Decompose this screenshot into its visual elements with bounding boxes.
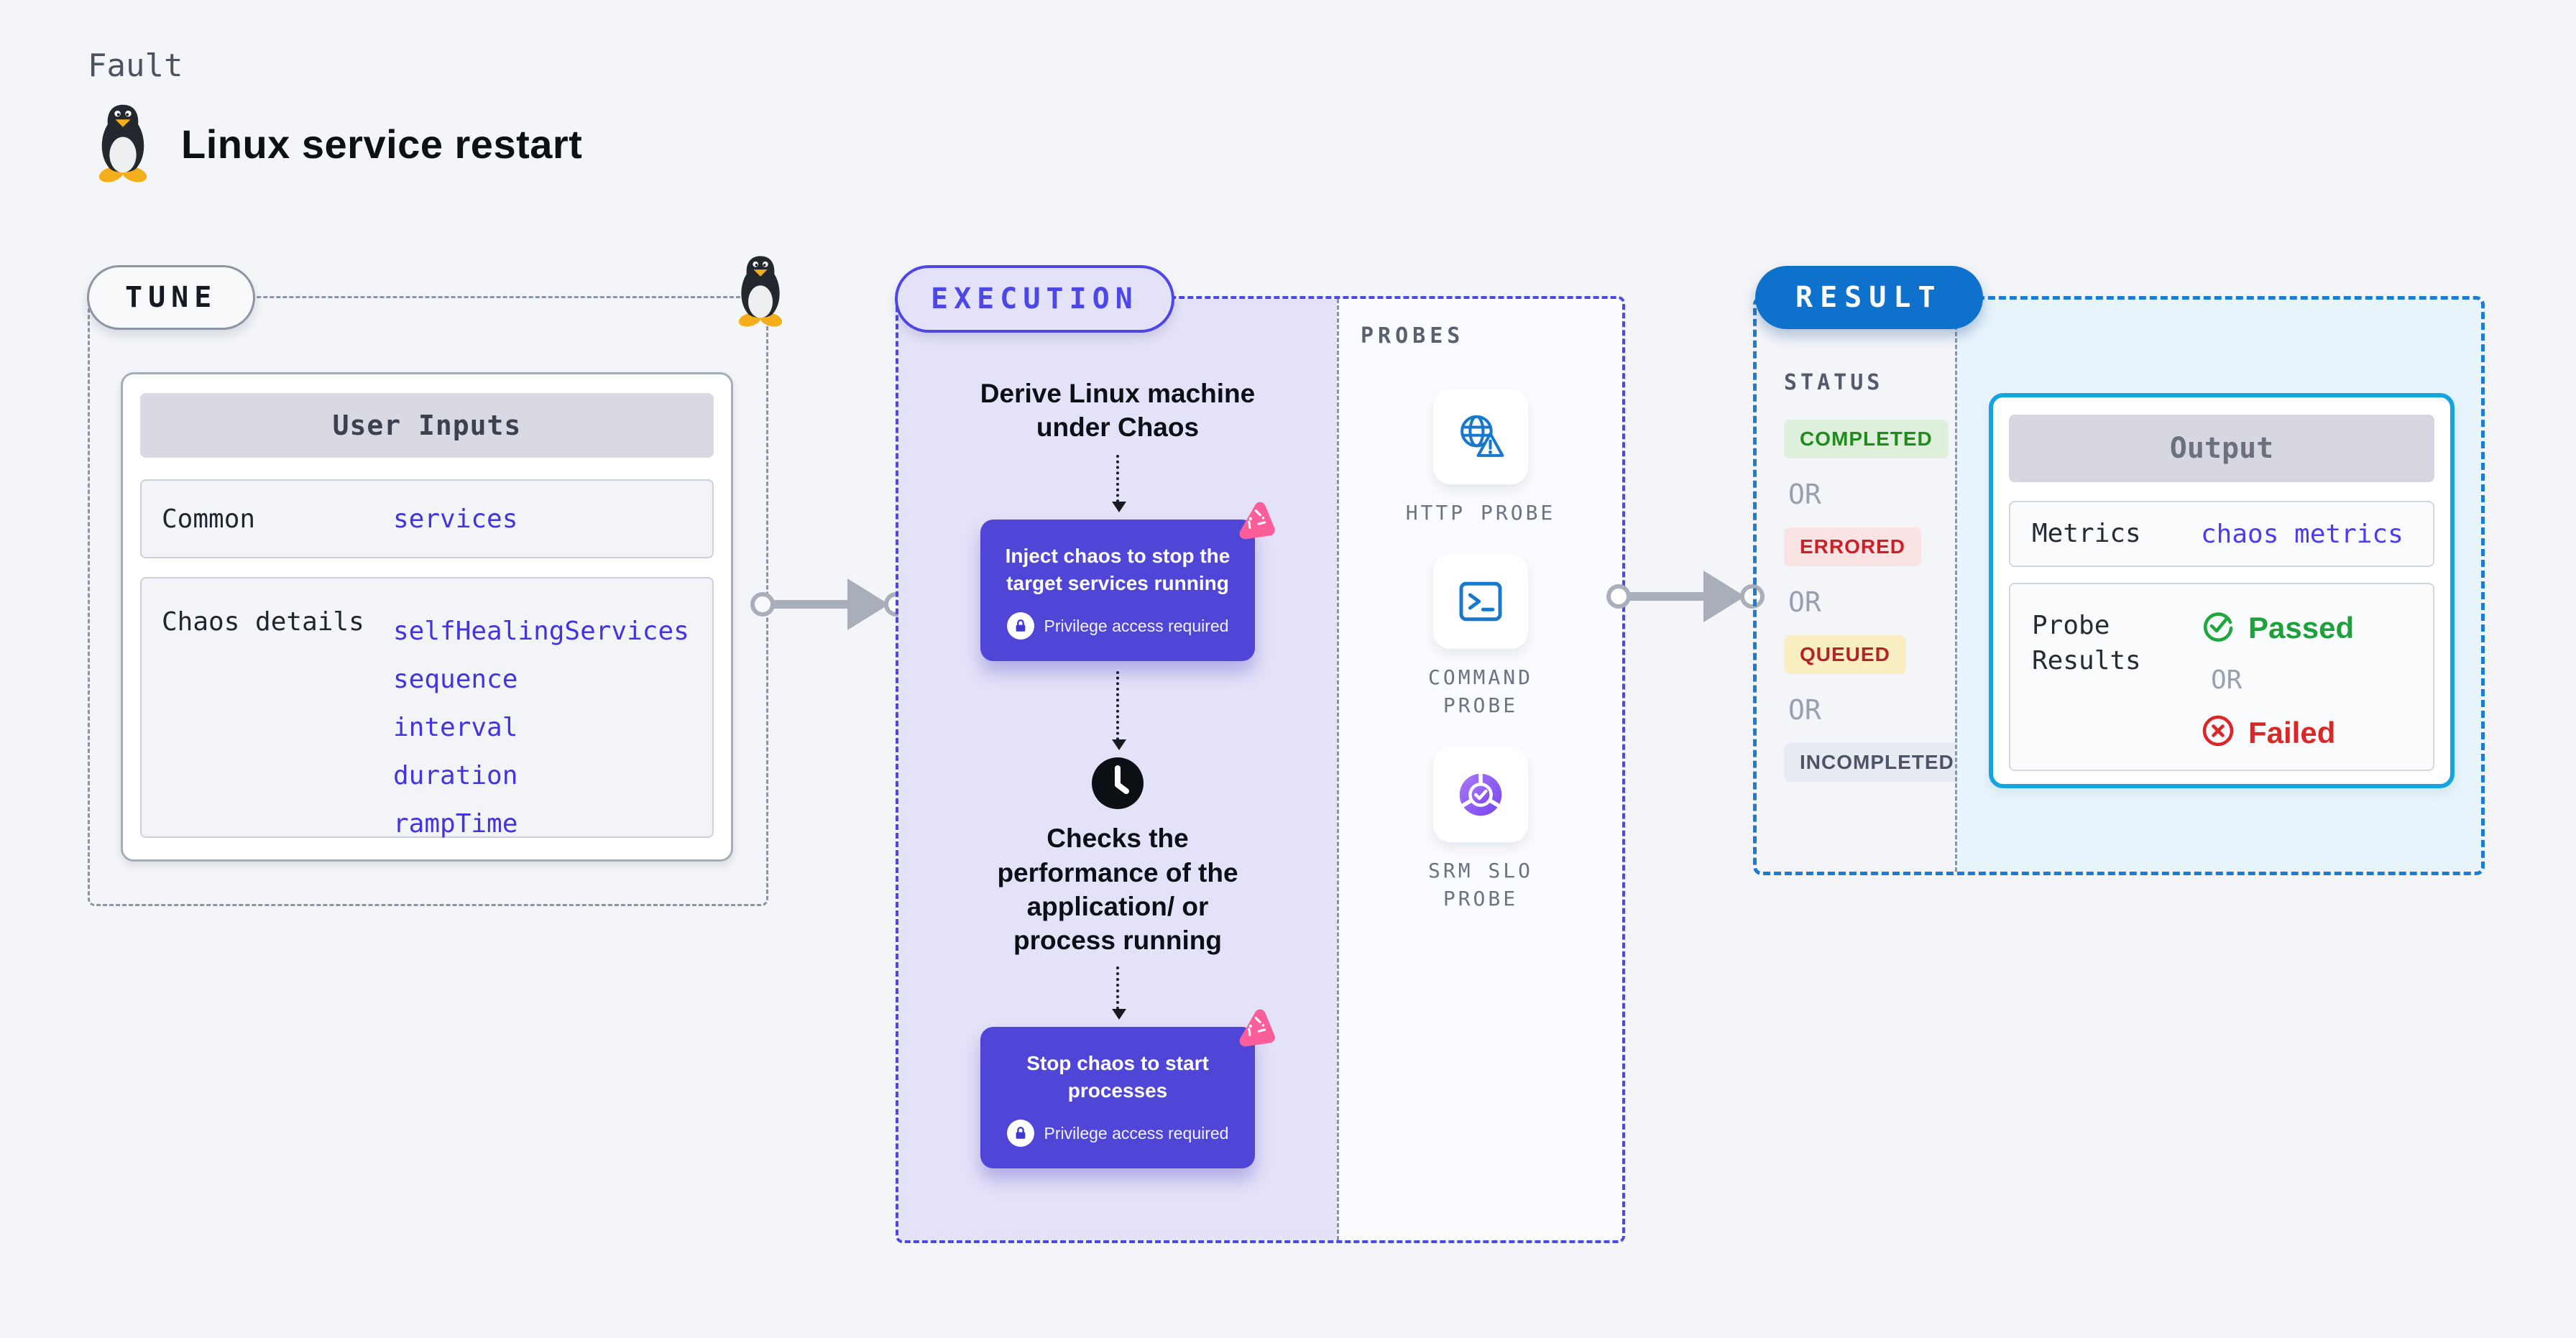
probes-panel: PROBES	[1337, 299, 1622, 1240]
status-badge-queued: QUEUED	[1784, 635, 1906, 674]
failed-line: Failed	[2201, 714, 2354, 752]
probe-item-command: COMMAND PROBE	[1394, 554, 1567, 719]
user-inputs-header: User Inputs	[140, 393, 714, 458]
probe-results-label: Probe Results	[2032, 611, 2141, 675]
tune-section: TUNE User Inputs Common services Chaos d…	[87, 256, 783, 906]
row-value: selfHealingServices	[393, 617, 689, 646]
or-separator: OR	[1788, 586, 1821, 618]
srm-slo-probe-icon	[1433, 747, 1528, 842]
inject-chaos-step: Inject chaos to stop the target services…	[980, 502, 1275, 662]
stop-chaos-title: Stop chaos to start processes	[1026, 1051, 1209, 1102]
http-probe-icon	[1433, 389, 1528, 484]
result-fill: STATUS COMPLETED OR ERRORED OR QUEUED OR…	[1757, 300, 2481, 872]
passed-text: Passed	[2248, 610, 2355, 645]
clock-icon	[1090, 756, 1145, 814]
execution-badge: EXECUTION	[895, 265, 1174, 333]
tune-badge: TUNE	[87, 265, 256, 330]
chaos-logo-icon	[1230, 1007, 1275, 1055]
row-label: Chaos details	[162, 607, 364, 637]
user-inputs-card: User Inputs Common services Chaos detail…	[121, 372, 733, 862]
command-probe-icon	[1433, 554, 1528, 650]
dotted-connector	[1112, 454, 1126, 512]
fault-kicker: Fault	[88, 47, 183, 84]
dotted-connector	[1112, 966, 1126, 1020]
row-label: Common	[162, 504, 256, 534]
row-values: selfHealingServices sequence interval du…	[393, 607, 689, 848]
tux-icon	[733, 254, 788, 331]
probes-label: PROBES	[1361, 323, 1465, 349]
output-area: Output Metrics chaos metrics Probe Resul…	[1955, 300, 2481, 872]
row-value: interval	[393, 713, 518, 742]
probe-name: COMMAND PROBE	[1427, 665, 1533, 718]
privilege-text: Privilege access required	[1044, 616, 1229, 635]
row-value: sequence	[393, 665, 518, 694]
failed-text: Failed	[2248, 715, 2336, 749]
or-separator: OR	[1788, 694, 1821, 726]
check-circle-icon	[2201, 609, 2235, 647]
privilege-note: Privilege access required	[992, 612, 1243, 640]
probe-name: SRM SLO PROBE	[1427, 858, 1533, 910]
user-inputs-row-common: Common services	[140, 479, 714, 558]
page-title: Linux service restart	[181, 121, 583, 167]
inject-chaos-title: Inject chaos to stop the target services…	[1005, 544, 1230, 594]
arrow-right-icon	[748, 574, 914, 638]
output-card: Output Metrics chaos metrics Probe Resul…	[1989, 393, 2455, 788]
execution-fill: Derive Linux machine under Chaos	[898, 299, 1622, 1240]
tux-icon	[92, 102, 154, 186]
execution-flow-panel: Derive Linux machine under Chaos	[898, 299, 1337, 1240]
lock-icon	[1006, 1120, 1034, 1148]
probes-list: HTTP PROBE COMMAND	[1394, 389, 1567, 940]
status-badge-completed: COMPLETED	[1784, 420, 1949, 458]
derive-step-text: Derive Linux machine under Chaos	[980, 379, 1256, 443]
checks-step-text: Checks the performance of the applicatio…	[997, 823, 1238, 956]
result-section: STATUS COMPLETED OR ERRORED OR QUEUED OR…	[1753, 266, 2485, 875]
privilege-text: Privilege access required	[1044, 1123, 1229, 1143]
passed-line: Passed	[2201, 609, 2354, 647]
dotted-connector	[1112, 671, 1126, 751]
output-header: Output	[2009, 415, 2434, 482]
metrics-value: chaos metrics	[2201, 519, 2404, 549]
probe-results-values: Passed OR Failed	[2201, 609, 2354, 752]
or-separator: OR	[2211, 665, 2242, 695]
probe-name: HTTP PROBE	[1405, 501, 1556, 525]
stop-chaos-step: Stop chaos to start processes Privilege …	[980, 1009, 1275, 1169]
or-separator: OR	[1788, 479, 1821, 510]
execution-section: Derive Linux machine under Chaos	[895, 265, 1625, 1243]
page-title-row: Linux service restart	[92, 102, 582, 186]
x-circle-icon	[2201, 714, 2235, 752]
lock-icon	[1006, 612, 1034, 640]
result-badge: RESULT	[1755, 266, 1983, 329]
privilege-note: Privilege access required	[992, 1120, 1243, 1148]
output-row-probe-results: Probe Results Passed	[2009, 583, 2434, 771]
status-badge-incompleted: INCOMPLETED	[1784, 743, 1970, 782]
probe-item-srm-slo: SRM SLO PROBE	[1394, 747, 1567, 913]
probe-item-http: HTTP PROBE	[1394, 389, 1567, 527]
metrics-label: Metrics	[2032, 518, 2141, 548]
user-inputs-row-chaos-details: Chaos details selfHealingServices sequen…	[140, 577, 714, 839]
chaos-logo-icon	[1230, 499, 1275, 548]
row-value: rampTime	[393, 809, 518, 839]
status-badge-errored: ERRORED	[1784, 527, 1922, 566]
arrow-right-icon	[1604, 566, 1770, 630]
status-column: STATUS COMPLETED OR ERRORED OR QUEUED OR…	[1757, 300, 1970, 872]
row-value: services	[393, 504, 518, 534]
output-row-metrics: Metrics chaos metrics	[2009, 501, 2434, 567]
row-value: duration	[393, 761, 518, 790]
status-label: STATUS	[1784, 370, 1884, 395]
